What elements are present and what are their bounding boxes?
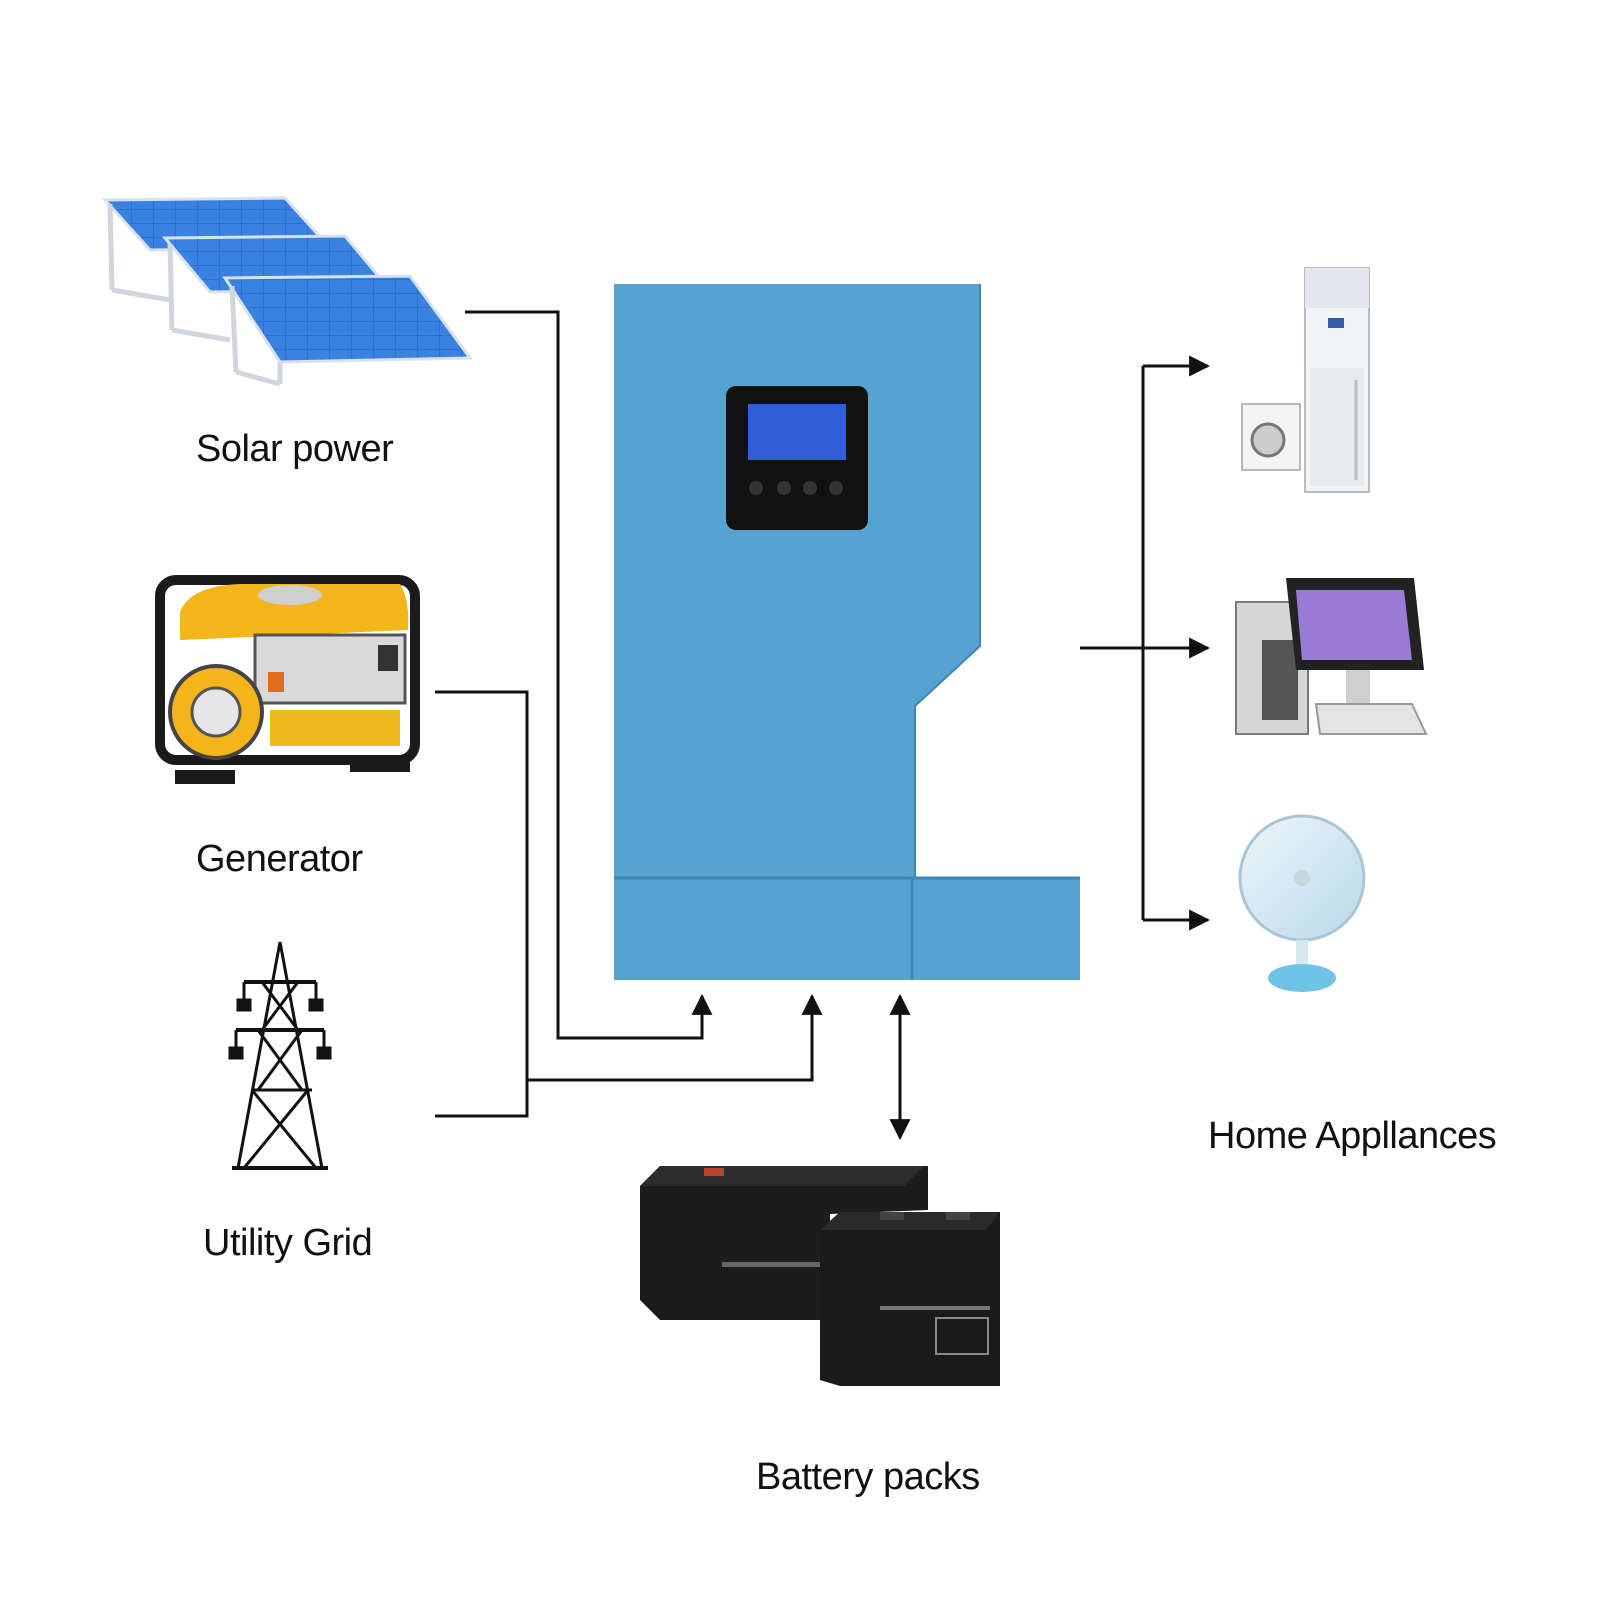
air-conditioner-icon xyxy=(1304,267,1370,493)
inverter-icon xyxy=(614,284,1080,980)
solar-panel-icon xyxy=(101,196,473,387)
washing-machine-icon xyxy=(1241,403,1301,471)
desktop-computer-icon xyxy=(1235,578,1428,735)
power-tower-icon xyxy=(228,941,332,1170)
battery-icon xyxy=(640,1166,1000,1386)
utility-grid-label: Utility Grid xyxy=(203,1222,373,1264)
generator-line xyxy=(435,690,529,1118)
connection-lines xyxy=(435,310,1211,1141)
fan-icon xyxy=(1238,814,1366,992)
ac-input-line xyxy=(527,993,823,1082)
battery-packs-label: Battery packs xyxy=(756,1456,980,1498)
solar-power-label: Solar power xyxy=(196,428,394,470)
home-appliances-label: Home Appllances xyxy=(1208,1115,1497,1157)
solar-line xyxy=(465,310,713,1040)
generator-icon xyxy=(155,575,420,784)
generator-label: Generator xyxy=(196,838,363,880)
